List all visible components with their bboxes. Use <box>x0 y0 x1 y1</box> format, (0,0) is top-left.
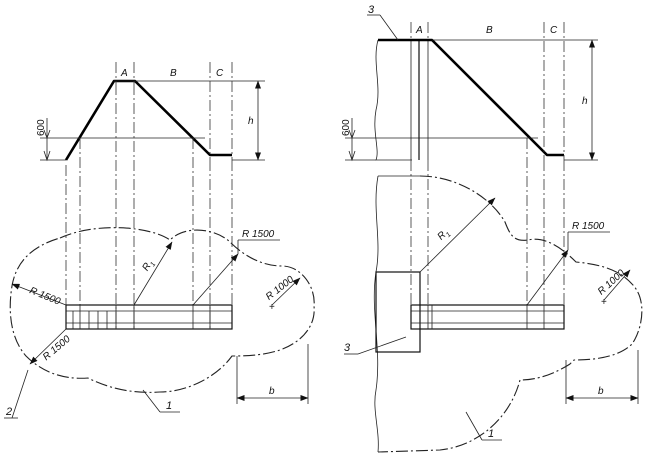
right-plan-outline <box>377 175 643 453</box>
right-zone-c: C <box>550 25 558 36</box>
left-r1000-label: R 1000 <box>264 274 297 303</box>
left-callout-1: 1 <box>166 400 172 412</box>
right-abutment-plan <box>373 175 420 453</box>
left-zone-c: C <box>216 68 224 79</box>
left-plan-deck <box>65 304 233 330</box>
left-plan-outline <box>9 227 315 393</box>
right-r1000-label: R 1000 <box>596 267 628 297</box>
left-zone-b: B <box>170 68 177 79</box>
svg-text:b: b <box>269 386 275 397</box>
right-r1-label: R1 <box>436 227 453 244</box>
right-zone-b: B <box>486 25 493 36</box>
right-callout-3-bottom: 3 <box>344 342 351 354</box>
left-r1500-top: R 1500 <box>242 229 275 240</box>
svg-text:b: b <box>598 386 604 397</box>
right-dim-h: h <box>582 96 588 107</box>
left-dim-h: h <box>248 116 254 127</box>
right-abutment-elevation <box>374 39 429 161</box>
left-profile-elevation: 600 h A B C <box>36 62 265 162</box>
right-callout-3-top: 3 <box>368 4 375 16</box>
right-plan-deck <box>375 271 565 353</box>
right-callout-1: 1 <box>488 428 494 440</box>
left-r1-label: R1 <box>140 258 157 274</box>
svg-text:+: + <box>601 297 607 308</box>
left-ramp-profile <box>64 79 232 161</box>
left-view: 600 h A B C <box>4 62 315 419</box>
right-ramp-profile <box>378 38 564 157</box>
right-radius-leaders: R1 R 1500 R 1000 + <box>419 197 631 308</box>
right-dim-b: b <box>565 350 639 404</box>
left-r1500-left: R 1500 <box>28 285 62 307</box>
left-dim-b: b <box>236 344 309 404</box>
right-r1500-label: R 1500 <box>572 221 605 232</box>
right-projection-lines <box>410 138 565 305</box>
left-radius-leaders: R1 R 1500 R 1500 R 1500 R 1000 + <box>11 229 301 365</box>
right-view: 600 h A B C 3 <box>341 4 643 453</box>
left-zone-a: A <box>120 68 128 79</box>
right-dim-600: 600 <box>341 119 352 136</box>
left-dim-600: 600 <box>36 119 47 136</box>
svg-text:+: + <box>269 302 275 313</box>
left-callout-2: 2 <box>5 406 12 418</box>
right-zone-a: A <box>415 25 423 36</box>
left-callouts: 1 2 <box>4 369 180 419</box>
left-projection-lines <box>65 84 233 330</box>
